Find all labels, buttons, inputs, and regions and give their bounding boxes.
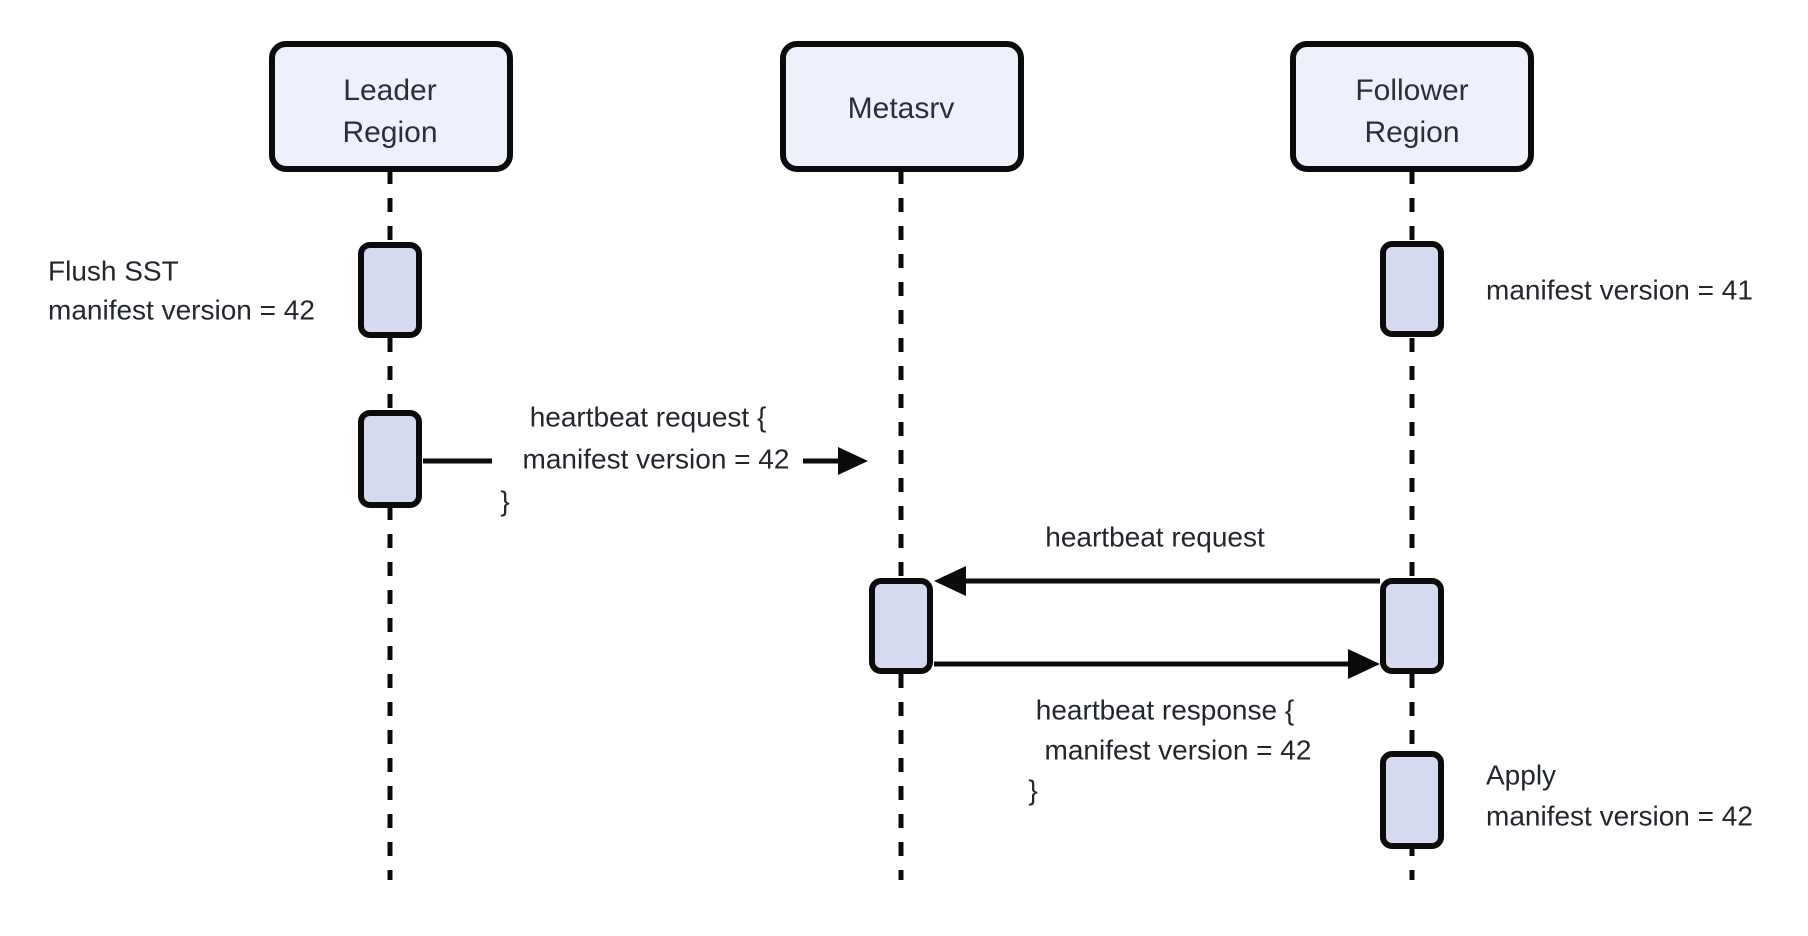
activation-metasrv-heartbeat[interactable] (869, 578, 933, 674)
activation-follower-initial[interactable] (1380, 241, 1444, 337)
participant-box-leader[interactable] (269, 41, 513, 172)
note-apply-version-42: Apply manifest version = 42 (1486, 759, 1753, 831)
message-label-line1: heartbeat response { (1036, 694, 1294, 725)
note-follower-version-41: manifest version = 41 (1486, 274, 1753, 305)
activation-follower-heartbeat[interactable] (1380, 578, 1444, 674)
participant-leader[interactable]: Leader Region (269, 41, 513, 172)
message-label-line2: manifest version = 42 (1045, 734, 1312, 765)
message-follower-to-metasrv[interactable]: heartbeat request (934, 521, 1380, 596)
participant-metasrv[interactable]: Metasrv (780, 41, 1024, 172)
message-metasrv-to-follower[interactable]: heartbeat response { manifest version = … (934, 649, 1380, 805)
message-label-line1: heartbeat request { (530, 401, 767, 432)
activations-group (358, 241, 1444, 849)
participant-label-metasrv-line1: Metasrv (848, 92, 955, 125)
participant-label-leader-line2: Region (342, 116, 437, 149)
arrowhead-right-icon (838, 447, 868, 475)
participant-label-follower-line1: Follower (1355, 74, 1468, 107)
note-flush-sst: Flush SST manifest version = 42 (48, 255, 315, 325)
participant-box-metasrv[interactable] (780, 41, 1024, 172)
activation-leader-flush[interactable] (358, 242, 422, 338)
participant-label-leader-line1: Leader (343, 74, 436, 107)
message-leader-to-metasrv[interactable]: heartbeat request { manifest version = 4… (423, 401, 868, 516)
participant-label-follower-line2: Region (1364, 116, 1459, 149)
arrowhead-left-icon (934, 566, 966, 596)
note-follower-version-41-line1: manifest version = 41 (1486, 274, 1753, 305)
note-apply-line2: manifest version = 42 (1486, 800, 1753, 831)
message-label-line2: manifest version = 42 (523, 443, 790, 474)
activation-leader-heartbeat[interactable] (358, 410, 422, 508)
participant-box-follower[interactable] (1290, 41, 1534, 172)
note-flush-sst-line1: Flush SST (48, 255, 179, 286)
note-apply-line1: Apply (1486, 759, 1556, 790)
activation-follower-apply[interactable] (1380, 751, 1444, 849)
message-label-line3: } (1028, 774, 1037, 805)
participant-follower[interactable]: Follower Region (1290, 41, 1534, 172)
arrowhead-right-icon (1348, 649, 1380, 679)
message-label-line3: } (500, 485, 509, 516)
message-label-line1: heartbeat request (1045, 521, 1265, 552)
note-flush-sst-line2: manifest version = 42 (48, 294, 315, 325)
